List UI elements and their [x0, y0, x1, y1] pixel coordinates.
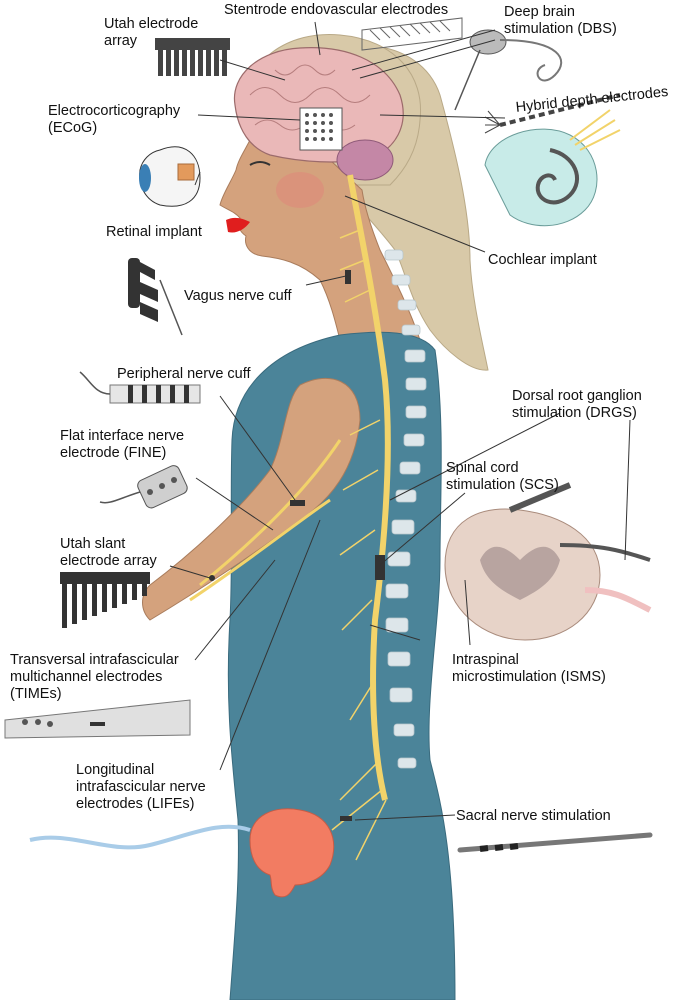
- label-ecog: Electrocorticography (ECoG): [48, 103, 181, 136]
- eye: [249, 161, 271, 166]
- label-drgs: Dorsal root ganglion stimulation (DRGS): [512, 388, 642, 421]
- label-isms: Intraspinal microstimulation (ISMS): [452, 652, 606, 685]
- vertebrae: [384, 249, 427, 769]
- fine-electrode-icon: [99, 465, 188, 509]
- sacral-stimulation-lead-icon: [457, 832, 653, 853]
- arm-nerve-1: [199, 439, 342, 587]
- cerebellum: [336, 139, 394, 181]
- ecog-grid-icon: [299, 107, 343, 151]
- brain: [233, 47, 404, 163]
- spinal-nerves: [331, 229, 387, 861]
- peripheral-nerve-cuff-icon: [79, 371, 201, 404]
- arm: [142, 377, 361, 621]
- label-utah-slant-array: Utah slant electrode array: [60, 536, 157, 569]
- label-dbs: Deep brain stimulation (DBS): [504, 4, 617, 37]
- cochlear-implant-icon: [484, 109, 621, 227]
- implant-markers: [209, 270, 385, 821]
- label-scs: Spinal cord stimulation (SCS): [446, 460, 559, 493]
- label-utah-electrode-array: Utah electrode array: [104, 16, 199, 49]
- arm-nerve-2: [189, 498, 331, 602]
- retinal-implant-eye-icon: [139, 146, 201, 207]
- hybrid-depth-electrode-icon: [484, 93, 621, 134]
- vagus-nerve-cuff-icon: [128, 258, 183, 336]
- label-fine: Flat interface nerve electrode (FINE): [60, 428, 185, 461]
- utah-slant-array-icon: [60, 572, 150, 628]
- lips: [226, 217, 250, 233]
- label-sacral-nerve-stimulation: Sacral nerve stimulation: [456, 808, 611, 824]
- label-stentrode: Stentrode endovascular electrodes: [224, 2, 449, 18]
- label-retinal-implant: Retinal implant: [106, 224, 202, 240]
- utah-electrode-array-icon: [155, 38, 230, 76]
- spinal-cord: [347, 174, 391, 801]
- stentrode-icon: [361, 17, 463, 51]
- leader-lines: [169, 21, 631, 821]
- label-vagus-nerve-cuff: Vagus nerve cuff: [184, 288, 292, 304]
- cheek-blush: [276, 172, 324, 208]
- bladder: [249, 808, 335, 898]
- label-cochlear-implant: Cochlear implant: [488, 252, 597, 268]
- spinal-cord-cross-section-icon: [444, 482, 652, 641]
- label-lifes: Longitudinal intrafascicular nerve elect…: [76, 762, 206, 812]
- life-electrode-icon: [29, 824, 251, 850]
- label-peripheral-nerve-cuff: Peripheral nerve cuff: [117, 366, 251, 382]
- times-electrode-icon: [4, 699, 191, 739]
- label-times: Transversal intrafascicular multichannel…: [10, 652, 179, 702]
